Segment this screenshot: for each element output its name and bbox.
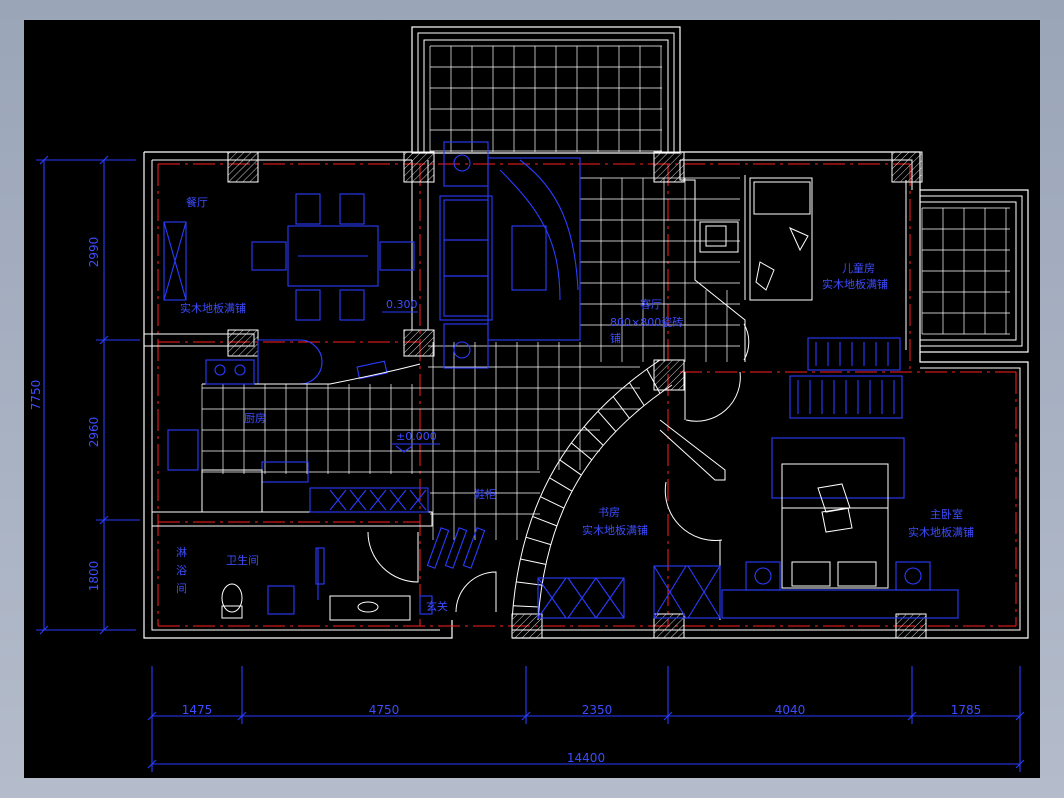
dim-bottom-1: 1475 <box>182 703 213 717</box>
dimension-lines: 7750 2990 2960 1800 1475 4750 2350 4040 … <box>29 155 1025 772</box>
label-dining-floor: 实木地板满铺 <box>180 301 246 315</box>
label-shoe: 鞋柜 <box>474 487 496 501</box>
label-living: 客厅 <box>640 297 662 311</box>
dim-bottom-5: 1785 <box>951 703 982 717</box>
living-floor-tiles <box>201 177 740 540</box>
label-master-floor: 实木地板满铺 <box>908 525 974 539</box>
label-shower-2: 浴 <box>176 564 187 577</box>
label-living-floor-2: 铺 <box>610 332 621 345</box>
dim-left-2: 2960 <box>87 417 101 448</box>
label-bathroom: 卫生间 <box>226 553 259 567</box>
dim-left-1: 2990 <box>87 237 101 268</box>
study-curved-wall <box>511 359 673 621</box>
axis-lines <box>157 163 1017 627</box>
dim-left-3: 1800 <box>87 561 101 592</box>
label-shower-1: 淋 <box>176 546 187 559</box>
label-child: 儿童房 <box>842 261 875 275</box>
label-living-level: ±0.000 <box>396 430 437 443</box>
label-dining-level: 0.300 <box>386 298 418 311</box>
label-master: 主卧室 <box>930 507 963 521</box>
right-balcony <box>919 189 1029 353</box>
label-kitchen: 厨房 <box>244 412 266 425</box>
cad-drawing-canvas[interactable] <box>24 20 1040 778</box>
dim-bottom-3: 2350 <box>582 703 613 717</box>
outer-walls <box>143 151 1029 639</box>
dim-bottom-4: 4040 <box>775 703 806 717</box>
dim-left-total: 7750 <box>29 380 43 411</box>
label-living-floor: 800×800瓷砖 <box>610 315 683 329</box>
furniture <box>163 141 959 621</box>
label-shower-3: 间 <box>176 582 187 595</box>
label-dining: 餐厅 <box>186 195 208 209</box>
label-entrance: 玄关 <box>426 599 448 613</box>
label-study-floor: 实木地板满铺 <box>582 523 648 537</box>
doors <box>367 323 750 613</box>
columns <box>227 151 927 639</box>
dim-bottom-total: 14400 <box>567 751 605 765</box>
top-balcony <box>411 26 681 154</box>
label-child-floor: 实木地板满铺 <box>822 277 888 291</box>
label-study: 书房 <box>598 506 620 519</box>
dim-bottom-2: 4750 <box>369 703 400 717</box>
room-labels: 餐厅 实木地板满铺 0.300 厨房 客厅 800×800瓷砖 铺 ±0.000… <box>176 195 974 613</box>
